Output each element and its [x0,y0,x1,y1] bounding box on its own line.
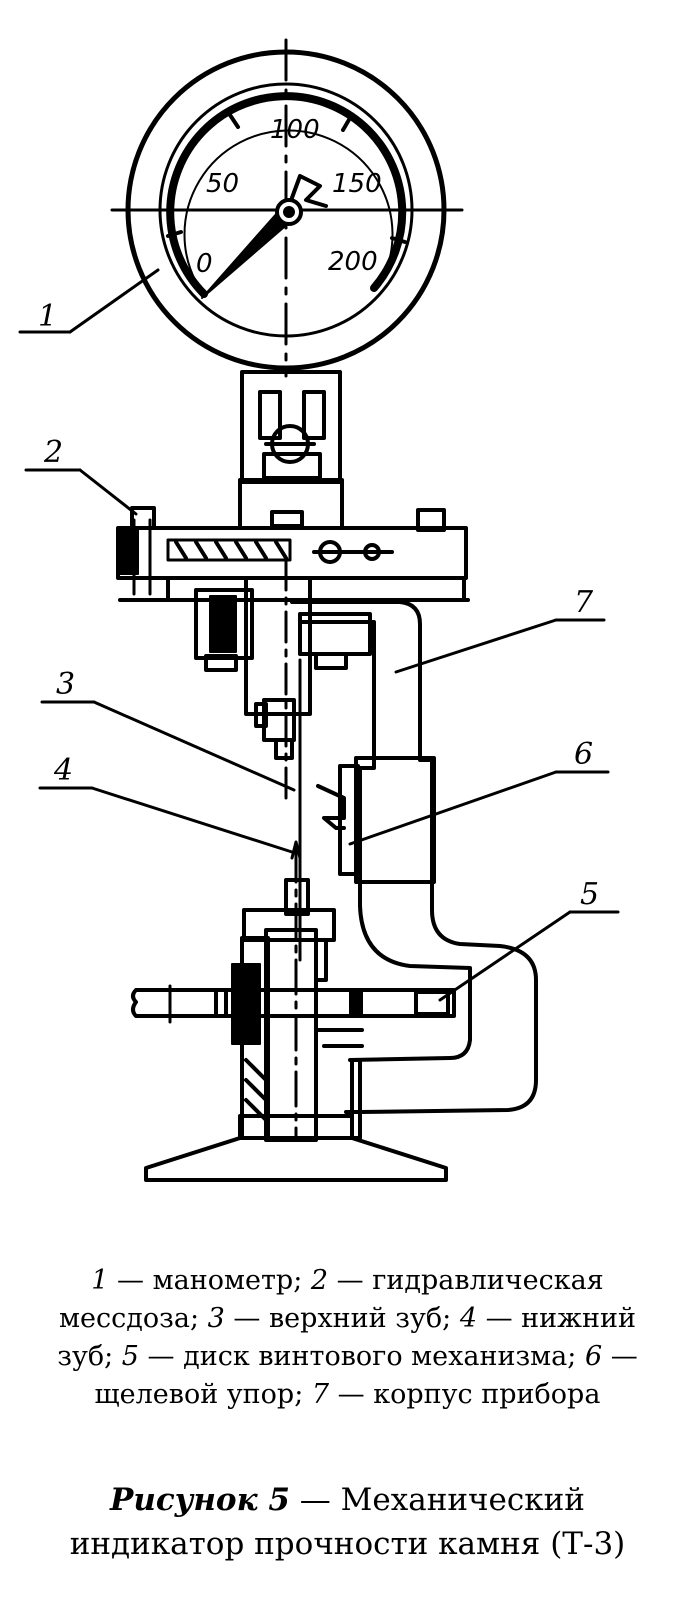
manometer-stem [238,370,344,530]
leader-lines [18,268,620,1002]
legend-separator: ; [442,1303,460,1334]
legend-item-text: гидравлическая мессдоза [59,1265,604,1334]
legend-item-number: 4 [459,1303,477,1334]
legend-item-number: 7 [311,1379,330,1410]
legend-item-text: манометр [152,1265,294,1296]
caption-title-line-1: Механический [340,1482,585,1518]
legend-item-text: верхний зуб [268,1303,443,1334]
legend-dash: — [602,1341,638,1372]
legend-dash: — [138,1341,184,1372]
manometer [110,38,464,378]
callout-number: 4 [53,753,73,788]
legend-separator: ; [294,1379,312,1410]
callout-number: 1 [38,299,57,334]
legend-item-number: 3 [207,1303,225,1334]
base [144,1058,448,1182]
legend-separator: ; [293,1265,311,1296]
legend-item-number: 5 [121,1341,139,1372]
dial-tick-label: 100 [270,115,320,145]
hydraulic-messdose [116,506,470,602]
instrument-body [290,600,538,1114]
callout-number: 7 [574,585,594,620]
legend-dash: — [328,1265,373,1296]
legend-separator: ; [567,1341,585,1372]
stone-strength-indicator-diagram: 0 50 100 150 200 1 2 3 4 5 6 7 [18,38,620,1182]
slotted-stop [316,756,436,884]
legend-item-number: 2 [310,1265,329,1296]
legend-item-number: 6 [584,1341,603,1372]
legend-dash: — [108,1265,153,1296]
legend-dash: — [329,1379,374,1410]
caption-dash: — [289,1482,341,1518]
legend-separator: ; [189,1303,208,1334]
legend-item-text: диск винтового механизма [183,1341,568,1372]
dial-tick-label: 50 [206,169,239,199]
caption-title-line-2: индикатор прочности камня (Т-3) [69,1526,626,1562]
callout-number: 6 [574,737,593,772]
caption-label: Рисунок 5 [110,1482,290,1518]
legend-item-text: нижний зуб [57,1303,636,1372]
figure-legend: 1 — манометр; 2 — гидравлическая мессдоз… [40,1262,655,1414]
dial-tick-label: 0 [196,249,213,279]
legend-item-text: корпус прибора [373,1379,601,1410]
dial-tick-label: 150 [332,169,382,199]
callout-number: 5 [580,877,599,912]
callout-number: 2 [43,435,63,470]
screw-disk [131,963,456,1048]
dial-tick-label: 200 [328,247,378,277]
legend-dash: — [477,1303,522,1334]
caption-line-1: Рисунок 5 — Механический [20,1478,675,1522]
upper-tooth-assembly [194,558,372,802]
callout-number: 3 [56,667,75,702]
legend-separator: ; [104,1341,122,1372]
legend-dash: — [224,1303,269,1334]
figure-caption: Рисунок 5 — Механический индикатор прочн… [20,1478,675,1566]
legend-item-text: щелевой упор [94,1379,295,1410]
legend-item-number: 1 [91,1265,109,1296]
